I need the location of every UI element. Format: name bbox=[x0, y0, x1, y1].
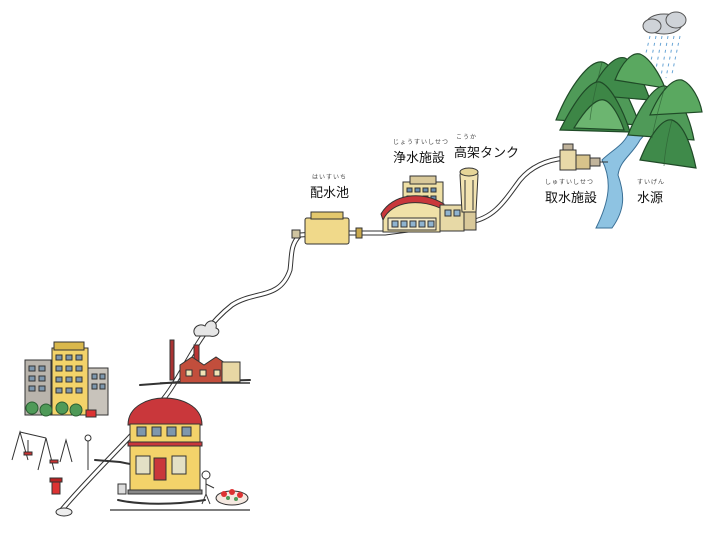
factory bbox=[160, 320, 250, 384]
ruby-jousui: じょうすいしせつ bbox=[393, 139, 450, 146]
elevated-tank bbox=[459, 167, 479, 213]
text-haisuichi: 配水池 bbox=[310, 186, 350, 201]
rain-cloud-icon bbox=[641, 11, 687, 83]
street-lamp-icon bbox=[84, 434, 92, 470]
purification-plant bbox=[380, 175, 477, 233]
ruby-shusui: しゅすいしせつ bbox=[545, 179, 595, 186]
house bbox=[117, 397, 203, 495]
text-shusui: 取水施設 bbox=[545, 191, 598, 206]
fire-hydrant-icon bbox=[49, 477, 63, 495]
gardener-figure bbox=[201, 470, 215, 505]
playground bbox=[11, 430, 73, 471]
ruby-haisuichi: はいすいち bbox=[312, 174, 348, 181]
text-koukatank: 高架タンク bbox=[454, 146, 520, 161]
flower-bed bbox=[215, 489, 249, 506]
ruby-suigen: すいげん bbox=[637, 179, 666, 186]
distribution-reservoir bbox=[291, 211, 363, 245]
text-jousui: 浄水施設 bbox=[393, 151, 446, 166]
city-buildings bbox=[24, 341, 109, 418]
ruby-kouka: こうか bbox=[456, 134, 478, 141]
water-intake-facility bbox=[559, 143, 608, 171]
pipe-end bbox=[55, 507, 73, 517]
mountain-source bbox=[555, 11, 703, 229]
text-suigen: 水源 bbox=[637, 191, 664, 206]
